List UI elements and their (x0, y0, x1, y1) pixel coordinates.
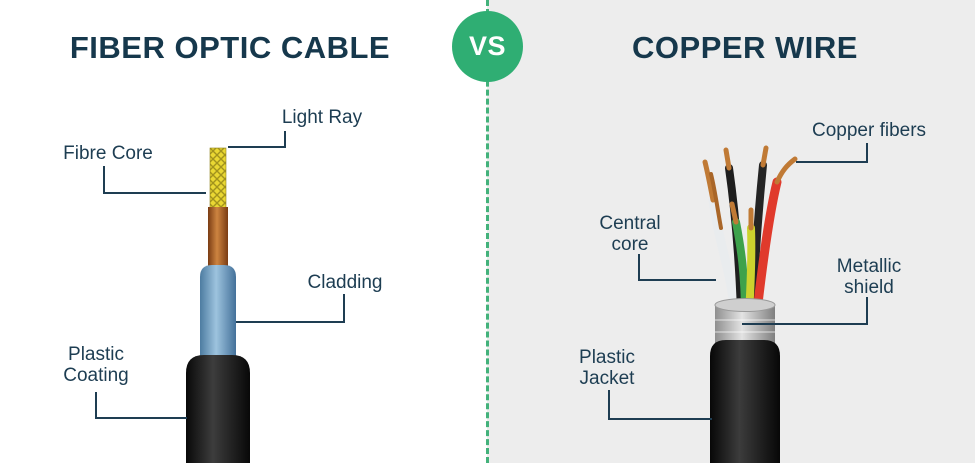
label-plastic-jacket: Plastic Jacket (579, 347, 635, 389)
copper-strand-icon (709, 172, 723, 230)
leader-line-plastic-jacket (608, 390, 712, 420)
copper-tip-icon (774, 156, 798, 185)
leader-line-copper-fibers (796, 143, 868, 163)
copper-tip-icon (729, 201, 739, 225)
shield-texture (715, 319, 775, 333)
plastic-jacket-layer (710, 340, 780, 463)
fiber-panel-title: FIBER OPTIC CABLE (69, 30, 391, 65)
cladding-layer (200, 265, 236, 358)
label-light-ray: Light Ray (281, 107, 363, 128)
copper-tip-icon (723, 147, 732, 171)
leader-line-metallic-shield (742, 297, 868, 325)
dashed-divider-line (486, 0, 489, 463)
plastic-coating-layer (186, 355, 250, 463)
copper-strand-icon (702, 159, 716, 203)
fiber-cable-illustration (186, 147, 250, 463)
copper-panel-title: COPPER WIRE (632, 30, 858, 65)
leader-line-cladding (236, 294, 345, 323)
metallic-shield-top (714, 298, 776, 312)
label-plastic-coating: Plastic Coating (63, 344, 129, 386)
leader-line-central-core (638, 254, 716, 281)
copper-tip-icon (760, 145, 769, 168)
leader-line-light-ray (228, 131, 286, 148)
label-central-core: Central core (599, 213, 661, 255)
leader-line-fibre-core (103, 166, 206, 194)
red-wire (752, 177, 782, 317)
label-fibre-core: Fibre Core (63, 143, 153, 164)
label-metallic-shield: Metallic shield (836, 256, 902, 298)
fiber-core-copper-section (208, 207, 228, 269)
copper-cable-illustration (702, 145, 798, 463)
vs-badge: VS (452, 11, 523, 82)
leader-line-plastic-coating (95, 392, 187, 419)
label-copper-fibers: Copper fibers (811, 120, 927, 141)
fiber-core-tip (209, 147, 227, 211)
label-cladding: Cladding (307, 272, 383, 293)
